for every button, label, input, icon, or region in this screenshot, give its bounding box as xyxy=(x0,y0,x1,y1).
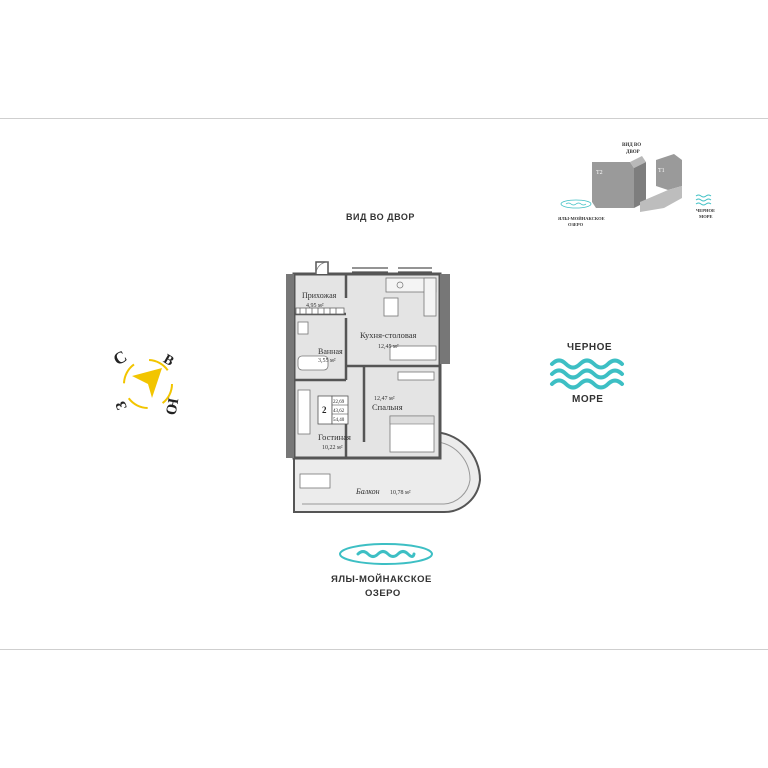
kitchen-name: Кухня-столовая xyxy=(360,330,416,340)
sea-label-2: МОРЕ xyxy=(572,394,604,405)
compass-east: В xyxy=(161,352,177,370)
compass-arrow-icon xyxy=(132,368,162,398)
mini-location-map: Т2 Т1 ВИД ВО ДВОР ЯЛЫ-МОЙНАКСКОЕ ОЗЕРО Ч… xyxy=(558,143,715,227)
mini-lake-label-2: ОЗЕРО xyxy=(568,222,584,227)
badge-area-living: 22,69 xyxy=(333,400,345,405)
mini-sea-label-1: ЧЕРНОЕ xyxy=(696,208,715,213)
courtyard-view-label: ВИД ВО ДВОР xyxy=(346,212,415,222)
hall-name: Прихожая xyxy=(302,291,337,300)
compass-ring xyxy=(123,359,173,409)
compass-rose: С В Ю З xyxy=(110,347,181,417)
sea-label-1: ЧЕРНОЕ xyxy=(567,342,613,353)
top-windows xyxy=(352,267,432,273)
mini-lake-label-1: ЯЛЫ-МОЙНАКСКОЕ xyxy=(558,216,605,221)
compass-north: С xyxy=(110,347,130,370)
sea-waves-icon xyxy=(550,358,624,390)
balcony-chairs xyxy=(299,473,331,489)
living-name: Гостиная xyxy=(318,432,351,442)
living-area: 10,22 м² xyxy=(322,445,343,451)
badge-rooms: 2 xyxy=(322,405,327,415)
living-sofa xyxy=(297,389,311,435)
compass-west: З xyxy=(113,399,131,412)
hall-area: 4,95 м² xyxy=(306,303,324,309)
lake-icon xyxy=(339,543,433,565)
mini-courtyard-label-2: ДВОР xyxy=(626,150,640,155)
apartment-badge: 2 22,69 43,62 54,40 xyxy=(317,395,349,425)
kitchen-area: 12,45 м² xyxy=(378,344,399,350)
mini-building-t2 xyxy=(592,156,646,208)
mini-lake-icon xyxy=(560,199,592,209)
badge-area-total: 43,62 xyxy=(333,409,345,414)
badge-area-with-balcony: 54,40 xyxy=(333,418,345,423)
compass-south: Ю xyxy=(162,397,181,417)
mini-t2-label: Т2 xyxy=(596,170,603,176)
mini-building-t1 xyxy=(640,154,682,212)
balcony-name: Балкон xyxy=(355,487,380,496)
plan-frame xyxy=(0,118,768,650)
kitchen-sofa xyxy=(389,345,437,361)
left-outer-wall xyxy=(286,274,294,458)
bathtub-icon xyxy=(297,355,329,371)
mini-t1-label: Т1 xyxy=(658,168,665,174)
floor-plan: Прихожая 4,95 м² Кухня-столовая 12,45 м²… xyxy=(286,261,482,514)
bedroom-name: Спальня xyxy=(372,402,403,412)
toilet-icon xyxy=(297,321,309,335)
entrance-door xyxy=(315,261,329,274)
right-outer-wall xyxy=(440,274,450,364)
bath-area: 3,55 м² xyxy=(318,358,336,364)
mini-sea-label-2: МОРЕ xyxy=(699,214,713,219)
lake-label-1: ЯЛЫ-МОЙНАКСКОЕ xyxy=(331,574,432,585)
bedroom-wardrobe xyxy=(397,371,435,381)
stove-icon xyxy=(396,281,404,289)
wardrobe xyxy=(295,307,345,315)
mini-courtyard-label-1: ВИД ВО xyxy=(622,143,641,148)
bedroom-area: 12,47 м² xyxy=(374,396,395,402)
bath-name: Ванная xyxy=(318,347,343,356)
lake-label-2: ОЗЕРО xyxy=(365,588,401,599)
dining-table xyxy=(383,297,399,317)
balcony-area: 10,78 м² xyxy=(390,490,411,496)
mini-sea-icon xyxy=(695,194,712,206)
